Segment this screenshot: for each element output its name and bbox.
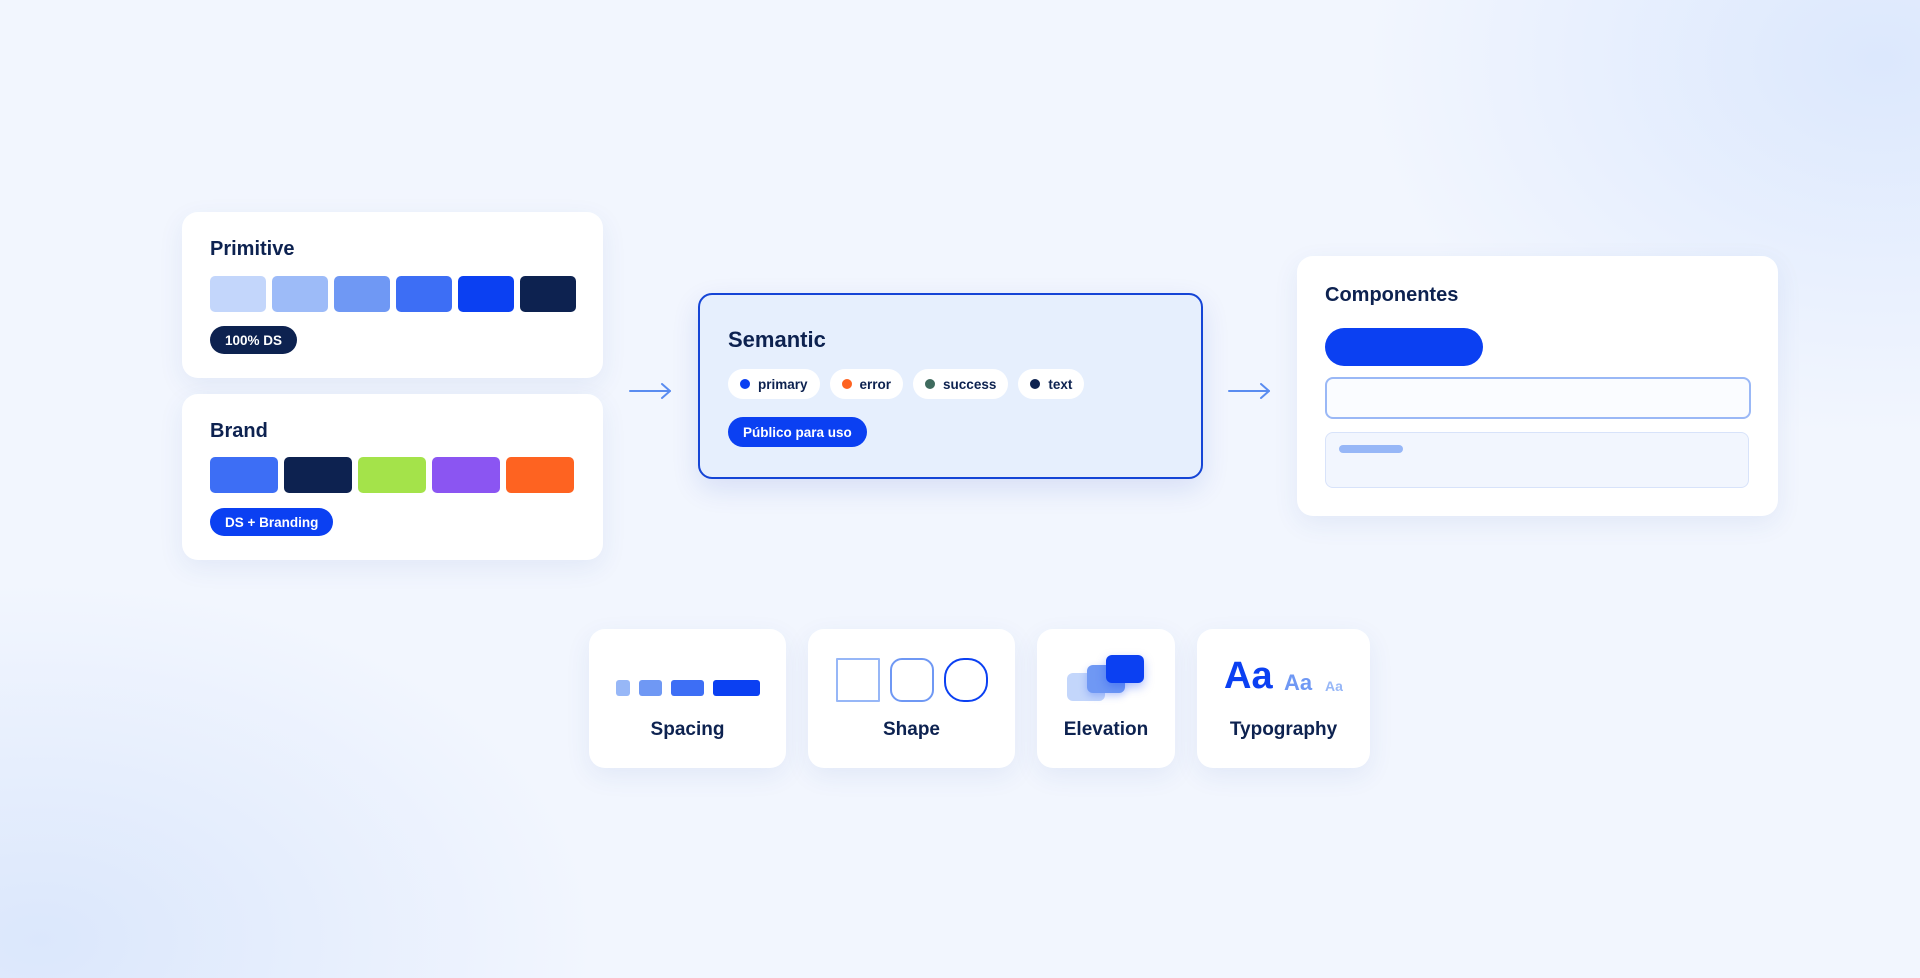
semantic-token-label: success (943, 376, 997, 392)
semantic-title: Semantic (728, 327, 826, 352)
success-dot-icon (925, 379, 936, 389)
foundation-label: Shape (882, 719, 941, 740)
semantic-token-label: text (1048, 376, 1073, 392)
brand-swatch (506, 457, 574, 493)
spacing-block (639, 680, 662, 696)
componentes-card: Componentes (1297, 256, 1778, 516)
spacing-block (671, 680, 704, 696)
semantic-token-success: success (913, 369, 1009, 399)
primitive-swatch (458, 276, 514, 312)
shape-square (836, 658, 880, 702)
primitive-badge: 100% DS (210, 326, 298, 354)
primitive-title: Primitive (210, 238, 295, 260)
foundation-label: Elevation (1063, 719, 1149, 740)
brand-title: Brand (210, 420, 268, 442)
primitive-swatch (210, 276, 266, 312)
sample-textarea (1325, 432, 1749, 488)
brand-swatch (284, 457, 352, 493)
arrow-right-icon (629, 383, 671, 399)
componentes-title: Componentes (1325, 284, 1459, 306)
semantic-token-label: primary (758, 376, 808, 392)
semantic-card: Semantic primary error success text Públ… (698, 293, 1203, 479)
foundation-label: Spacing (650, 719, 725, 740)
arrow-right-icon (1228, 383, 1270, 399)
sample-button (1325, 328, 1483, 366)
foundation-card-shape: Shape (808, 629, 1015, 768)
sample-textarea-placeholder (1339, 445, 1403, 453)
brand-swatch (358, 457, 426, 493)
foundation-card-elevation: Elevation (1037, 629, 1175, 768)
semantic-token-primary: primary (728, 369, 820, 399)
brand-swatch (432, 457, 500, 493)
text-dot-icon (1030, 379, 1041, 389)
typography-sample-medium: Aa (1284, 670, 1313, 695)
sample-input (1325, 377, 1751, 419)
foundation-label: Typography (1229, 719, 1338, 740)
primary-dot-icon (740, 379, 750, 389)
semantic-token-label: error (859, 376, 892, 392)
foundation-card-spacing: Spacing (589, 629, 786, 768)
elevation-layer (1106, 655, 1144, 683)
typography-sample-small: Aa (1325, 678, 1343, 694)
primitive-swatches (210, 276, 576, 312)
semantic-token-error: error (829, 369, 904, 399)
primitive-swatch (334, 276, 390, 312)
primitive-card: Primitive 100% DS (182, 212, 603, 378)
foundation-card-typography: Aa Aa Aa Typography (1197, 629, 1370, 768)
brand-badge: DS + Branding (210, 508, 334, 536)
shape-pill (944, 658, 988, 702)
brand-card: Brand DS + Branding (182, 394, 603, 560)
brand-swatch (210, 457, 278, 493)
spacing-block (713, 680, 760, 696)
error-dot-icon (841, 379, 852, 389)
semantic-badge: Público para uso (728, 417, 867, 447)
primitive-swatch (520, 276, 576, 312)
primitive-swatch (272, 276, 328, 312)
spacing-block (616, 680, 630, 696)
typography-sample-large: Aa (1224, 655, 1273, 697)
semantic-tokens: primary error success text (728, 369, 1085, 399)
brand-swatches (210, 457, 574, 493)
primitive-swatch (396, 276, 452, 312)
shape-rounded (890, 658, 934, 702)
semantic-token-text: text (1018, 369, 1085, 399)
